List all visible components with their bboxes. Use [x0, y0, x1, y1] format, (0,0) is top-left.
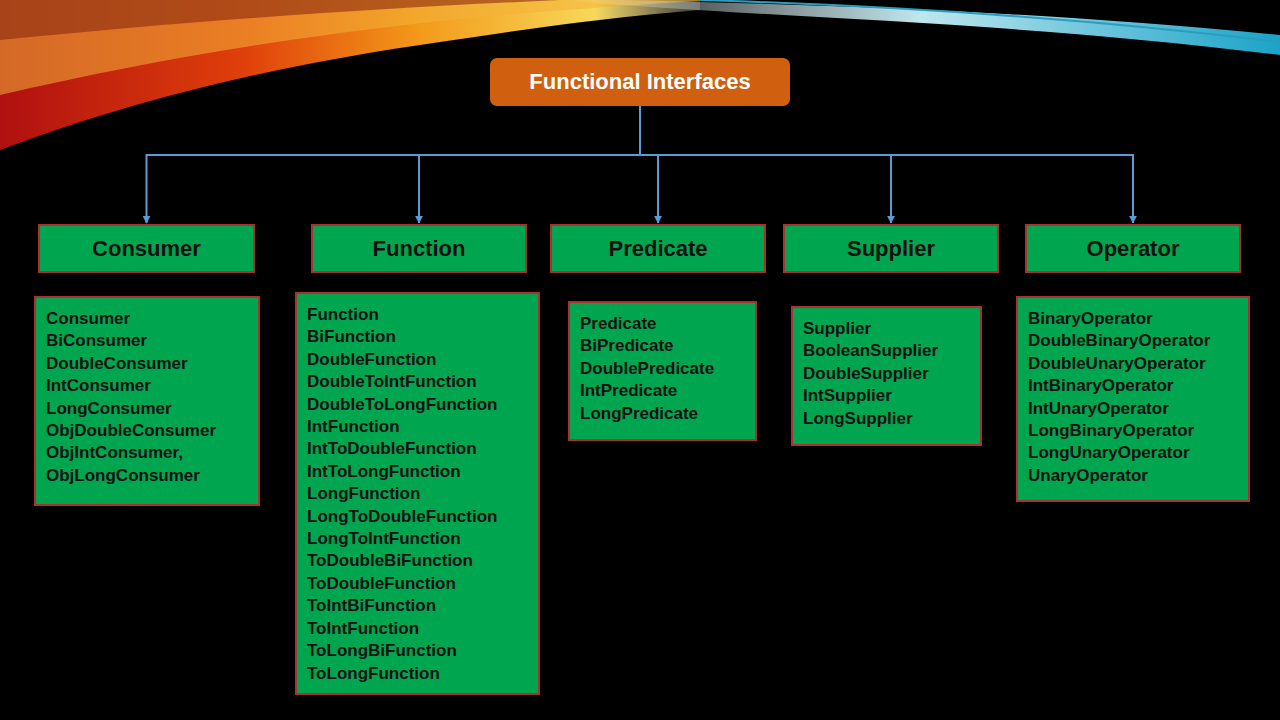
interface-list: BinaryOperatorDoubleBinaryOperatorDouble…	[1016, 296, 1250, 502]
interface-name: IntSupplier	[803, 385, 970, 407]
interface-name: LongToIntFunction	[307, 528, 528, 550]
interface-name: BinaryOperator	[1028, 308, 1238, 330]
interface-name: Predicate	[580, 313, 745, 335]
hierarchy-connector	[640, 106, 658, 223]
hierarchy-connector	[419, 106, 640, 223]
interface-name: IntToDoubleFunction	[307, 438, 528, 460]
box-label: Predicate	[608, 236, 707, 262]
interface-name: IntConsumer	[46, 375, 248, 397]
interface-name: UnaryOperator	[1028, 465, 1238, 487]
box-label: Consumer	[92, 236, 201, 262]
interface-name: DoublePredicate	[580, 358, 745, 380]
interface-name: DoubleSupplier	[803, 363, 970, 385]
interface-name: ToLongBiFunction	[307, 640, 528, 662]
interface-name: LongConsumer	[46, 398, 248, 420]
interface-name: LongUnaryOperator	[1028, 442, 1238, 464]
interface-name: LongPredicate	[580, 403, 745, 425]
interface-name: BooleanSupplier	[803, 340, 970, 362]
interface-name: ObjLongConsumer	[46, 465, 248, 487]
interface-name: Function	[307, 304, 528, 326]
hierarchy-connector	[640, 106, 1133, 223]
interface-name: BiConsumer	[46, 330, 248, 352]
interface-name: BiPredicate	[580, 335, 745, 357]
interface-name: IntUnaryOperator	[1028, 398, 1238, 420]
swoosh-cool	[560, 0, 1280, 55]
interface-name: DoubleFunction	[307, 349, 528, 371]
interface-name: IntPredicate	[580, 380, 745, 402]
category-box: Consumer	[38, 224, 255, 273]
interface-list: SupplierBooleanSupplierDoubleSupplierInt…	[791, 306, 982, 446]
interface-name: ToLongFunction	[307, 663, 528, 685]
interface-name: IntToLongFunction	[307, 461, 528, 483]
interface-name: IntFunction	[307, 416, 528, 438]
box-label: Supplier	[847, 236, 935, 262]
category-box: Function	[311, 224, 527, 273]
interface-name: ToIntBiFunction	[307, 595, 528, 617]
interface-name: BiFunction	[307, 326, 528, 348]
interface-name: LongToDoubleFunction	[307, 506, 528, 528]
interface-name: DoubleToLongFunction	[307, 394, 528, 416]
interface-name: ToIntFunction	[307, 618, 528, 640]
category-box: Operator	[1025, 224, 1241, 273]
swoosh-line	[700, 0, 1280, 42]
interface-name: DoubleBinaryOperator	[1028, 330, 1238, 352]
interface-name: DoubleConsumer	[46, 353, 248, 375]
interface-list: FunctionBiFunctionDoubleFunctionDoubleTo…	[295, 292, 540, 695]
interface-name: Consumer	[46, 308, 248, 330]
interface-name: Supplier	[803, 318, 970, 340]
interface-list: ConsumerBiConsumerDoubleConsumerIntConsu…	[34, 296, 260, 506]
interface-name: ObjDoubleConsumer	[46, 420, 248, 442]
interface-name: DoubleToIntFunction	[307, 371, 528, 393]
hierarchy-connector	[640, 106, 891, 223]
box-label: Function	[373, 236, 466, 262]
interface-name: IntBinaryOperator	[1028, 375, 1238, 397]
interface-name: ToDoubleFunction	[307, 573, 528, 595]
hierarchy-connector	[147, 106, 641, 223]
interface-name: LongBinaryOperator	[1028, 420, 1238, 442]
swoosh-dark	[0, 0, 560, 40]
box-label: Operator	[1087, 236, 1180, 262]
interface-name: LongFunction	[307, 483, 528, 505]
box-label: Functional Interfaces	[529, 69, 750, 95]
interface-name: LongSupplier	[803, 408, 970, 430]
interface-name: ObjIntConsumer,	[46, 442, 248, 464]
interface-name: ToDoubleBiFunction	[307, 550, 528, 572]
interface-list: PredicateBiPredicateDoublePredicateIntPr…	[568, 301, 757, 441]
category-box: Predicate	[550, 224, 766, 273]
interface-name: DoubleUnaryOperator	[1028, 353, 1238, 375]
root-box: Functional Interfaces	[490, 58, 790, 106]
category-box: Supplier	[783, 224, 999, 273]
